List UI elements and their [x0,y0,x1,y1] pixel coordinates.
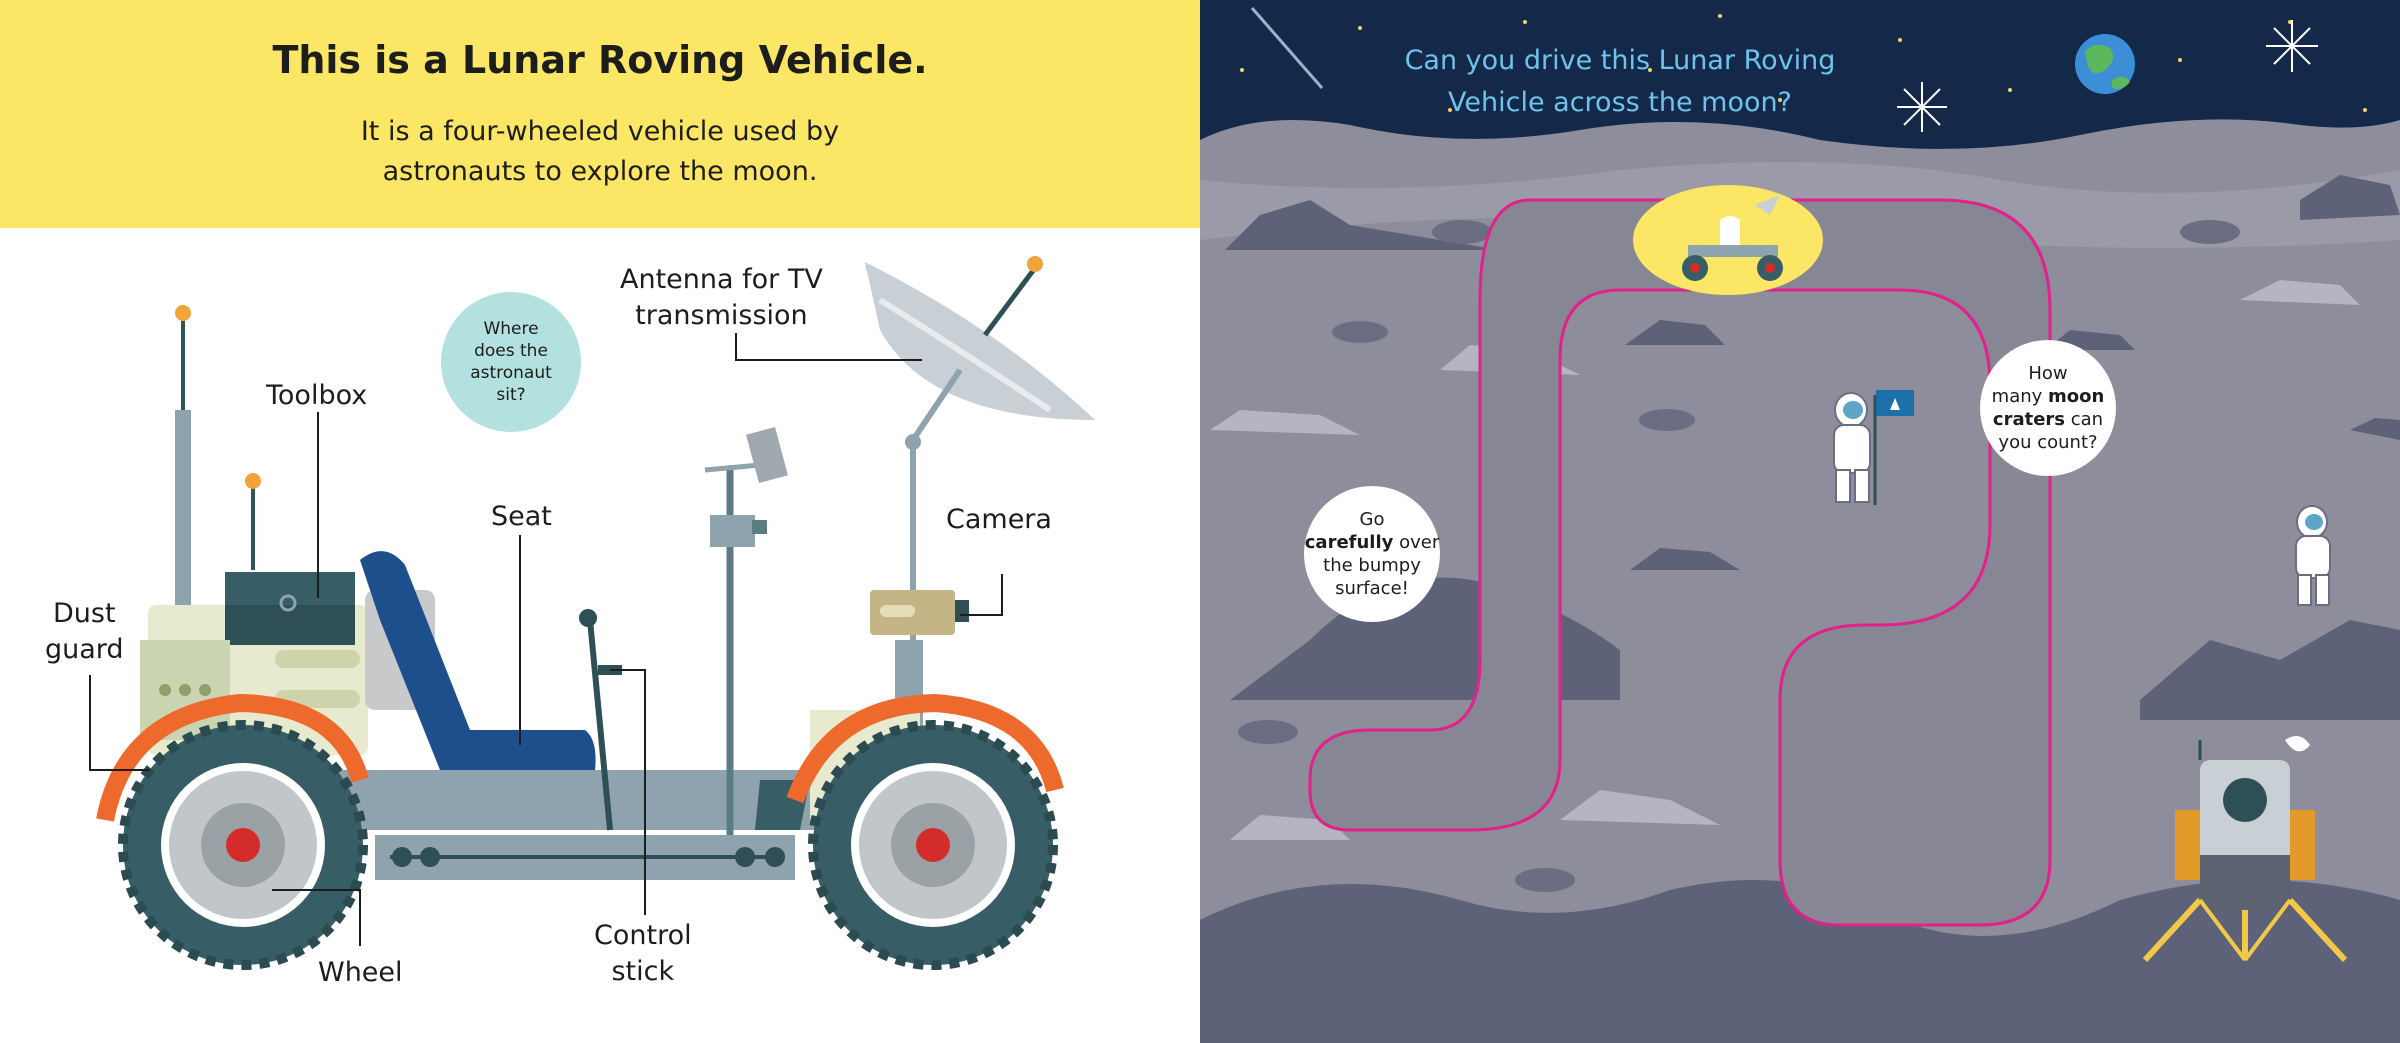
mast-arm [704,462,761,473]
dish-arm [910,368,963,442]
seat-label: Seat [491,501,552,532]
question-line: Where [483,319,539,339]
dish-feed-tip [1027,256,1043,272]
floating-astronaut [2295,505,2331,606]
earth-icon [2075,34,2135,94]
body-stripe [275,650,360,668]
craters-bubble: How many moon craters can you count? [1980,340,2116,476]
dish-feed [982,266,1038,337]
shooting-star [1250,7,1324,89]
label-line: Control [594,920,692,951]
lunar-module [2142,736,2348,963]
control-stick-knob [579,609,597,627]
front-wheel [808,720,1058,970]
camera-label: Camera [946,504,1052,535]
bubble-line: surface! [1335,578,1409,599]
control-stick-label: Control stick [594,918,692,990]
antenna-label: Antenna for TV transmission [620,262,823,334]
panel-dot [179,684,191,696]
leader-lines [89,333,1003,946]
question-bubble: Where does the astronaut sit? [441,292,581,432]
header-band [0,0,1200,228]
rail-bolt [392,847,412,867]
toolbox [225,572,355,605]
mast-camera [710,515,755,547]
question-line: sit? [496,385,526,405]
bubble-word: over [1399,532,1440,553]
rail-bolt [765,847,785,867]
question-line: does the [474,341,548,361]
label-line: stick [611,956,675,987]
mini-rover [1682,195,1783,281]
page-intro: It is a four-wheeled vehicle used by ast… [360,116,840,187]
toolbox-lock-icon [279,594,297,612]
bubble-line: Go [1359,509,1385,530]
bubble-line: How [2028,363,2068,384]
wheel-label: Wheel [318,957,403,988]
right-page: Can you drive this Lunar Roving Vehicle … [1200,0,2400,1043]
question-line: Vehicle across the moon? [1448,87,1792,118]
bubble-line: you count? [1998,432,2098,453]
question-line: astronaut [470,363,552,383]
seat [360,551,596,770]
rear-mast [175,410,191,610]
dish-antenna [865,262,1095,420]
maze-question: Can you drive this Lunar Roving Vehicle … [1390,40,1850,124]
toolbox-label: Toolbox [266,380,368,411]
bubble-word: many [1991,386,2049,407]
rear-antenna-tip [175,305,191,321]
bubble-line: the bumpy [1323,555,1421,576]
bubble-line: craters can [1992,408,2105,431]
bubble-line: many moon [1992,385,2105,408]
label-line: guard [45,634,124,665]
stars [1240,14,2367,112]
bubble-word: can [2065,409,2104,430]
toolbox-antenna-tip [245,473,261,489]
bubble-line: carefully over [1305,531,1440,554]
toolbox-base [225,605,355,645]
control-stick [587,619,613,831]
front-fender [786,693,1064,804]
bubble-bold-word: carefully [1304,532,1394,553]
label-line: Dust [53,598,116,629]
mast-camera-lens [752,520,767,534]
bubble-bold-word: craters [1992,409,2066,430]
rail-bolt [420,847,440,867]
careful-bubble: Go carefully over the bumpy surface! [1304,486,1440,622]
rear-wheel [118,720,368,970]
camera-panel [880,605,915,617]
sparkle-star-icon [1897,82,1947,132]
mast-sensor [746,426,788,484]
rail-bolt [735,847,755,867]
label-line: Antenna for TV [620,264,823,295]
moon-maze-illustration [1200,0,2400,1043]
sparkle-star-icon [2266,20,2318,72]
page-title: This is a Lunar Roving Vehicle. [272,38,928,82]
astronaut-with-flag [1833,390,1914,505]
label-line: transmission [635,300,808,331]
question-line: Can you drive this Lunar Roving [1404,45,1836,76]
left-page: This is a Lunar Roving Vehicle. It is a … [0,0,1200,990]
dust-guard-label: Dust guard [45,596,124,668]
maze-path [1308,198,2052,927]
dish-highlight [878,297,1052,413]
panel-dot [199,684,211,696]
rover-illustration [89,256,1095,970]
panel-dot [159,684,171,696]
camera-lens [955,600,969,622]
bubble-bold-word: moon [2048,386,2105,407]
rear-fender [96,693,369,822]
